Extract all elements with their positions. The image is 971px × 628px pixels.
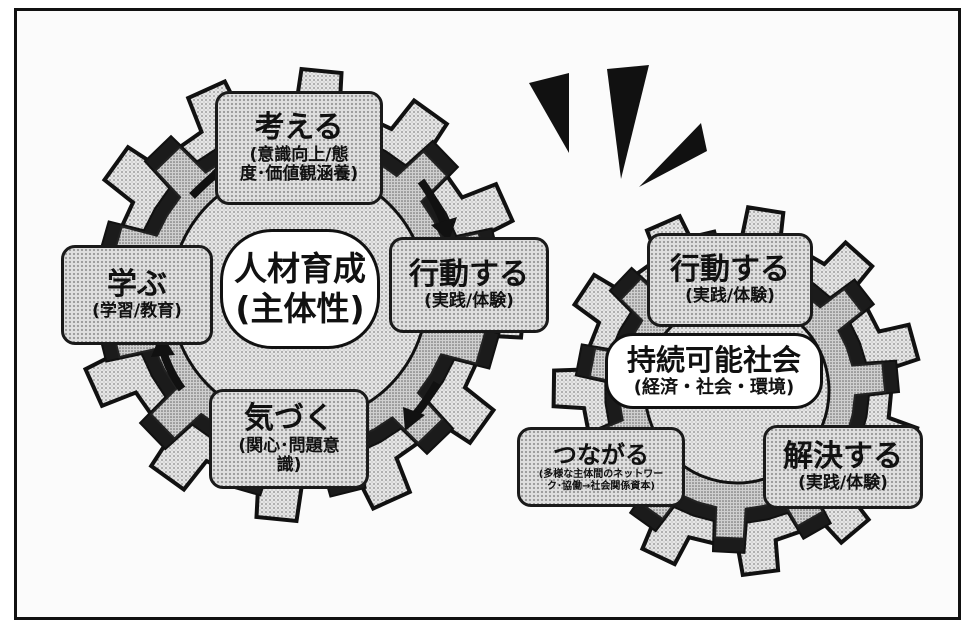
connect-sub-1: (多様な主体間のネットワー xyxy=(538,469,664,481)
left-center-hub: 人材育成 (主体性) xyxy=(220,229,380,349)
notice-title: 気づく xyxy=(244,401,334,437)
left-act-box: 行動する (実践/体験) xyxy=(389,237,549,333)
emphasis-mark-left xyxy=(529,73,569,153)
left-center-line2: (主体性) xyxy=(235,289,365,328)
connect-sub-2: ク･協働→社会関係資本) xyxy=(547,480,655,492)
cycle-arrow-head-right xyxy=(431,217,457,241)
right-act-sub: (実践/体験) xyxy=(685,286,775,307)
right-act-box: 行動する (実践/体験) xyxy=(647,233,813,327)
think-title: 考える xyxy=(254,110,344,146)
emphasis-mark-middle xyxy=(607,65,649,179)
emphasis-mark-right xyxy=(639,123,707,187)
notice-box: 気づく (関心･問題意 識) xyxy=(209,389,369,489)
right-center-line2: (経済・社会・環境) xyxy=(633,376,795,398)
notice-sub-1: (関心･問題意 xyxy=(238,435,340,456)
left-act-title: 行動する xyxy=(409,256,529,292)
left-act-sub: (実践/体験) xyxy=(424,291,514,312)
connect-box: つながる (多様な主体間のネットワー ク･協働→社会関係資本) xyxy=(517,427,685,507)
notice-sub-2: 識) xyxy=(276,455,302,476)
think-box: 考える (意識向上/態 度･価値観涵養) xyxy=(215,91,383,205)
right-center-hub: 持続可能社会 (経済・社会・環境) xyxy=(605,333,823,409)
left-center-line1: 人材育成 xyxy=(234,249,366,289)
cycle-arrow-head-left xyxy=(151,333,175,357)
diagram-frame: 考える (意識向上/態 度･価値観涵養) 学ぶ (学習/教育) 人材育成 (主体… xyxy=(14,8,961,620)
learn-box: 学ぶ (学習/教育) xyxy=(61,245,213,345)
think-sub-2: 度･価値観涵養) xyxy=(239,164,359,185)
right-act-title: 行動する xyxy=(670,251,790,287)
solve-sub: (実践/体験) xyxy=(798,473,888,494)
learn-title: 学ぶ xyxy=(107,266,167,302)
learn-sub: (学習/教育) xyxy=(92,301,182,322)
think-sub-1: (意識向上/態 xyxy=(249,144,349,165)
right-center-line1: 持続可能社会 xyxy=(626,342,801,377)
cycle-arrow-head-bottom xyxy=(403,407,425,431)
solve-box: 解決する (実践/体験) xyxy=(763,425,923,509)
solve-title: 解決する xyxy=(783,438,903,474)
connect-title: つながる xyxy=(553,440,649,469)
